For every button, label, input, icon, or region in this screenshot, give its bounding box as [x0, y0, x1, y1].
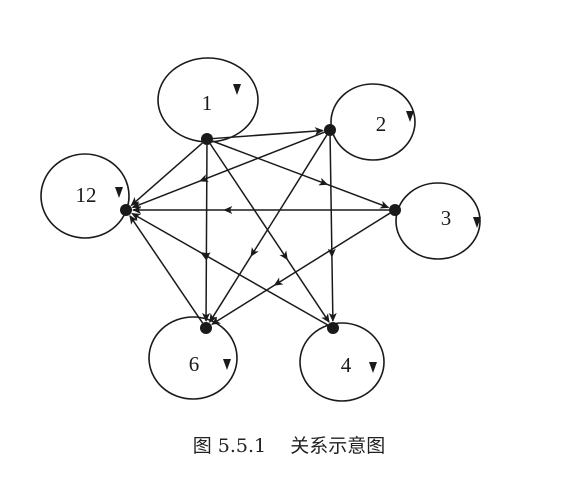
edge-2-to-4 — [328, 135, 337, 322]
node-dot-4 — [327, 322, 339, 334]
self-loop-12 — [40, 153, 130, 239]
node-label-12: 12 — [76, 183, 97, 207]
node-dot-3 — [389, 204, 401, 216]
nodes — [120, 124, 401, 334]
node-dot-6 — [200, 322, 212, 334]
node-dot-2 — [324, 124, 336, 136]
node-label-6: 6 — [189, 352, 200, 376]
edges — [129, 127, 391, 326]
node-dot-12 — [120, 204, 132, 216]
self-loop-arrow-6 — [223, 359, 231, 370]
edge-1-to-3 — [212, 140, 390, 209]
node-label-4: 4 — [341, 353, 352, 377]
node-dot-1 — [201, 133, 213, 145]
node-label-1: 1 — [202, 91, 213, 115]
self-loop-2 — [330, 83, 416, 161]
self-loop-arrow-4 — [369, 362, 377, 373]
self-loop-arrow-12 — [115, 187, 123, 198]
self-loop-arrow-2 — [406, 111, 414, 122]
self-loop-arrow-3 — [473, 217, 481, 228]
self-loops — [40, 57, 481, 402]
edge-6-to-12 — [129, 215, 204, 324]
edge-2-to-12 — [131, 131, 325, 209]
self-loop-6 — [148, 316, 238, 400]
edge-4-to-12 — [131, 212, 329, 326]
figure-caption: 图 5.5.1 关系示意图 — [193, 435, 386, 457]
edge-3-to-6 — [211, 212, 391, 325]
edge-1-to-6 — [202, 144, 211, 322]
node-label-3: 3 — [441, 206, 452, 230]
self-loop-3 — [395, 182, 481, 260]
edge-1-to-4 — [209, 143, 330, 323]
self-loop-arrow-1 — [233, 84, 241, 95]
node-label-2: 2 — [376, 112, 387, 136]
self-loop-4 — [299, 322, 385, 402]
edge-1-to-2 — [212, 127, 324, 140]
edge-2-to-6 — [209, 134, 328, 323]
edge-1-to-12 — [130, 142, 203, 206]
